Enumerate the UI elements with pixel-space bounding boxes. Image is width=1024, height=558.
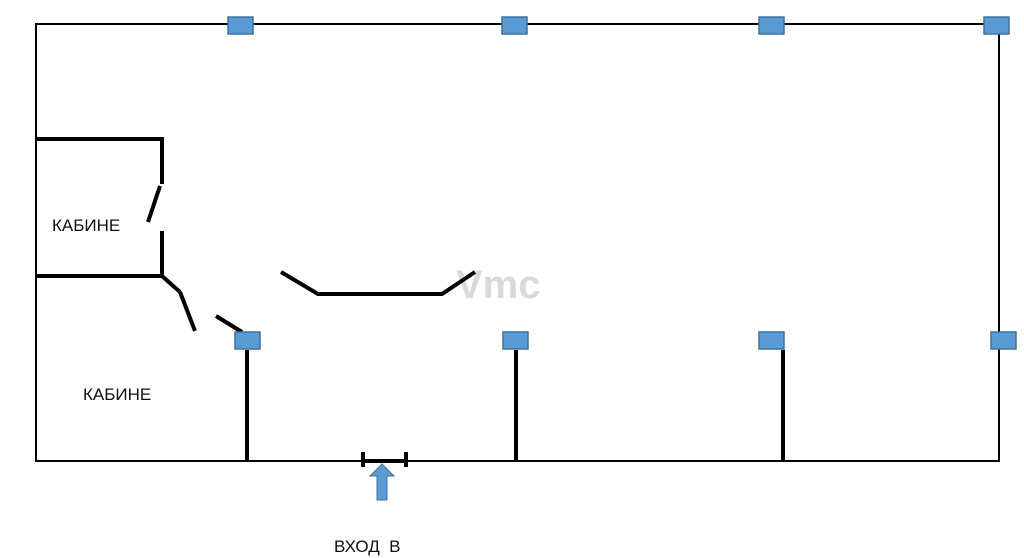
door-office-upper: [146, 185, 162, 223]
watermark-text: Vmc: [456, 263, 541, 307]
column-top-3: [758, 16, 785, 35]
columns: [227, 16, 1017, 350]
column-top-1: [227, 16, 254, 35]
entrance-arrow-icon: [368, 463, 396, 501]
entrance-label: ВХОД В: [334, 537, 401, 556]
wall-office-upper-bottom: [36, 231, 164, 278]
partition-walls: [245, 350, 785, 461]
wall-office-lower-stub: [214, 314, 244, 334]
wall-office-upper-top: [36, 137, 164, 184]
column-mid-2: [502, 331, 529, 350]
column-top-4: [983, 16, 1010, 35]
room-label-office-lower: КАБИНЕ: [83, 385, 151, 404]
partition-counter: [279, 270, 477, 296]
room-label-office-upper: КАБИНЕ: [52, 216, 120, 235]
column-mid-3: [758, 331, 785, 350]
column-mid-4: [990, 331, 1017, 350]
column-top-2: [501, 16, 528, 35]
office-room-upper-walls: [36, 137, 164, 278]
entrance-door: [361, 452, 408, 467]
office-room-lower-walls: [160, 274, 244, 334]
column-mid-1: [234, 331, 261, 350]
door-office-lower: [178, 291, 197, 332]
wall-office-lower-corner: [160, 274, 182, 294]
